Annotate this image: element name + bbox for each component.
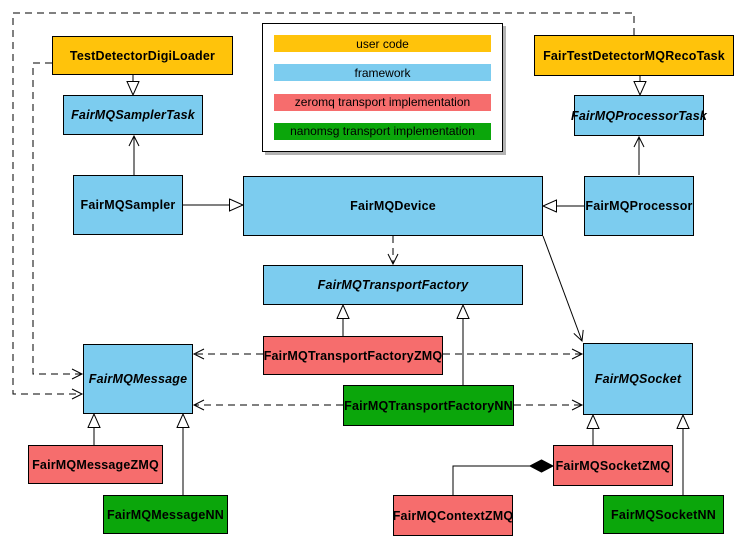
legend-item-nanomsg: nanomsg transport implementation bbox=[274, 122, 491, 140]
legend-item-framework: framework bbox=[274, 64, 491, 82]
edge-assoc-device-socket bbox=[542, 235, 584, 343]
class-box-fairmqsocket: FairMQSocket bbox=[583, 343, 693, 415]
edge-comp-contextzmq-socketzmq bbox=[452, 465, 530, 495]
class-box-fairmqprocessor: FairMQProcessor bbox=[584, 176, 694, 236]
class-box-fairtestdetectormqrecotask: FairTestDetectorMQRecoTask bbox=[534, 35, 734, 76]
class-box-fairmqtransportfactory: FairMQTransportFactory bbox=[263, 265, 523, 305]
legend-item-zeromq: zeromq transport implementation bbox=[274, 93, 491, 111]
class-box-fairmqmessagenn: FairMQMessageNN bbox=[103, 495, 228, 534]
class-box-fairmqtransportfactoryzmq: FairMQTransportFactoryZMQ bbox=[263, 336, 443, 375]
class-box-fairmqtransportfactorynn: FairMQTransportFactoryNN bbox=[343, 385, 514, 426]
composition-diamond-icon bbox=[528, 459, 555, 473]
legend-item-user-code: user code bbox=[274, 35, 491, 52]
class-box-fairmqmessage: FairMQMessage bbox=[83, 344, 193, 414]
class-box-fairmqsocketnn: FairMQSocketNN bbox=[603, 495, 724, 534]
class-box-fairmqsamplertask: FairMQSamplerTask bbox=[63, 95, 203, 135]
class-box-fairmqcontextzmq: FairMQContextZMQ bbox=[393, 495, 513, 536]
class-box-fairmqsampler: FairMQSampler bbox=[73, 175, 183, 235]
class-box-fairmqdevice: FairMQDevice bbox=[243, 176, 543, 236]
legend: user code framework zeromq transport imp… bbox=[262, 23, 503, 152]
class-box-testdetectordigiloader: TestDetectorDigiLoader bbox=[52, 36, 233, 75]
class-box-fairmqprocessortask: FairMQProcessorTask bbox=[571, 95, 707, 136]
class-box-fairmqmessagezmq: FairMQMessageZMQ bbox=[28, 445, 163, 484]
class-box-fairmqsocketzmq: FairMQSocketZMQ bbox=[553, 445, 673, 486]
